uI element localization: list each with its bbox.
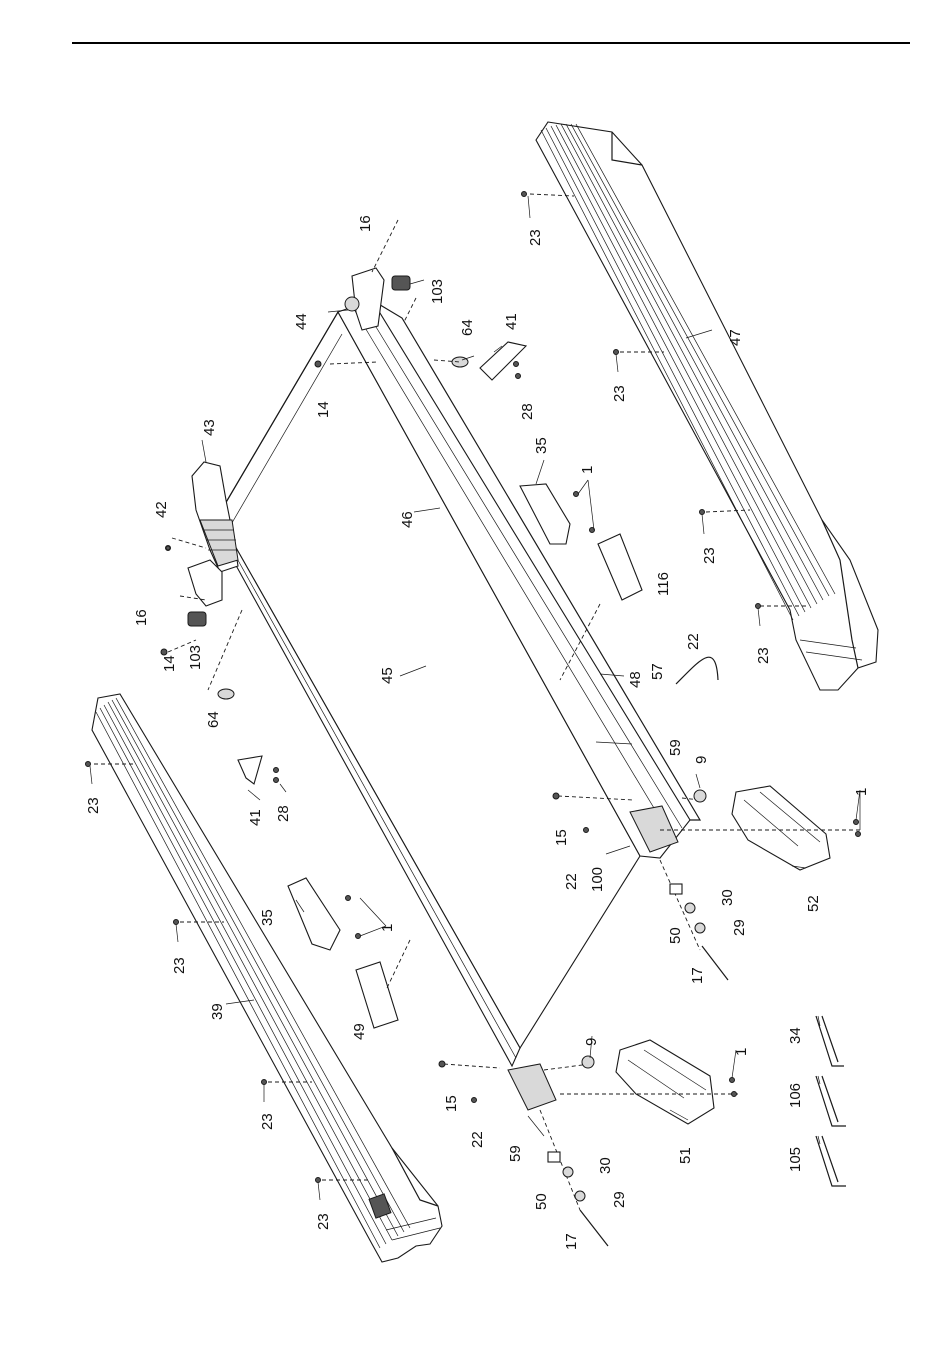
label-30-right: 30 xyxy=(719,889,736,906)
label-103-left: 103 xyxy=(187,645,204,670)
label-22-right: 22 xyxy=(563,873,580,890)
label-59-right: 59 xyxy=(667,739,684,756)
label-45: 45 xyxy=(379,667,396,684)
label-47: 47 xyxy=(727,329,744,346)
label-23-r3: 23 xyxy=(701,547,718,564)
rear-roller-left xyxy=(508,1064,556,1110)
label-46: 46 xyxy=(399,511,416,528)
label-39: 39 xyxy=(209,1003,226,1020)
label-15-right: 15 xyxy=(553,829,570,846)
label-49: 49 xyxy=(351,1023,368,1040)
label-23-l2: 23 xyxy=(171,957,188,974)
label-64-top: 64 xyxy=(459,319,476,336)
label-14-left: 14 xyxy=(161,655,178,672)
label-30-left: 30 xyxy=(597,1157,614,1174)
label-35-top: 35 xyxy=(533,437,550,454)
label-17-left: 17 xyxy=(563,1233,580,1250)
label-23-l1: 23 xyxy=(85,797,102,814)
pad-lower xyxy=(288,878,340,950)
label-52: 52 xyxy=(805,895,822,912)
end-cap-upper xyxy=(392,276,410,290)
label-44: 44 xyxy=(293,313,310,330)
strip-49 xyxy=(356,962,398,1028)
label-22-left: 22 xyxy=(469,1131,486,1148)
label-23-r4: 23 xyxy=(755,647,772,664)
label-43: 43 xyxy=(201,419,218,436)
label-14-top: 14 xyxy=(315,401,332,418)
label-1-a: 1 xyxy=(579,466,596,474)
label-50-left: 50 xyxy=(533,1193,550,1210)
label-16-top: 16 xyxy=(357,215,374,232)
label-57: 57 xyxy=(649,663,666,680)
label-48: 48 xyxy=(627,671,644,688)
label-34: 34 xyxy=(787,1027,804,1044)
end-cap-lower xyxy=(188,612,206,626)
label-51: 51 xyxy=(677,1147,694,1164)
right-side-rail xyxy=(536,122,878,690)
label-105: 105 xyxy=(787,1147,804,1172)
label-9-right: 9 xyxy=(693,756,710,764)
label-23-l4: 23 xyxy=(315,1213,332,1230)
label-64-left: 64 xyxy=(205,711,222,728)
label-1-left-foot: 1 xyxy=(733,1048,750,1056)
label-29-left: 29 xyxy=(611,1191,628,1208)
label-50-right: 50 xyxy=(667,927,684,944)
label-17-right: 17 xyxy=(689,967,706,984)
ground-wire xyxy=(676,657,718,684)
label-23-l3: 23 xyxy=(259,1113,276,1130)
label-103-top: 103 xyxy=(429,279,446,304)
label-22-wire: 22 xyxy=(685,633,702,650)
label-106: 106 xyxy=(787,1083,804,1108)
label-1-right-foot: 1 xyxy=(853,788,870,796)
label-23-r1: 23 xyxy=(527,229,544,246)
label-9-left: 9 xyxy=(583,1038,600,1046)
label-42: 42 xyxy=(153,501,170,518)
u-clips xyxy=(816,1016,846,1186)
label-116: 116 xyxy=(655,572,672,596)
spacer-lower xyxy=(218,689,234,699)
label-35-left: 35 xyxy=(259,909,276,926)
label-15-left: 15 xyxy=(443,1095,460,1112)
bracket-lower xyxy=(238,756,262,784)
bolt-17-left xyxy=(580,1210,608,1246)
label-28-top: 28 xyxy=(519,403,536,420)
pad-upper xyxy=(520,484,570,544)
label-29-right: 29 xyxy=(731,919,748,936)
label-41-top: 41 xyxy=(503,313,520,330)
label-100: 100 xyxy=(589,867,606,892)
label-41-left: 41 xyxy=(247,809,264,826)
rear-foot-right xyxy=(732,786,830,870)
label-1-left-pad: 1 xyxy=(379,924,396,932)
label-28-left: 28 xyxy=(275,805,292,822)
label-23-r2: 23 xyxy=(611,385,628,402)
rear-foot-left xyxy=(616,1040,714,1124)
label-59-left: 59 xyxy=(507,1145,524,1162)
strip-116 xyxy=(598,534,642,600)
label-16-left: 16 xyxy=(133,609,150,626)
